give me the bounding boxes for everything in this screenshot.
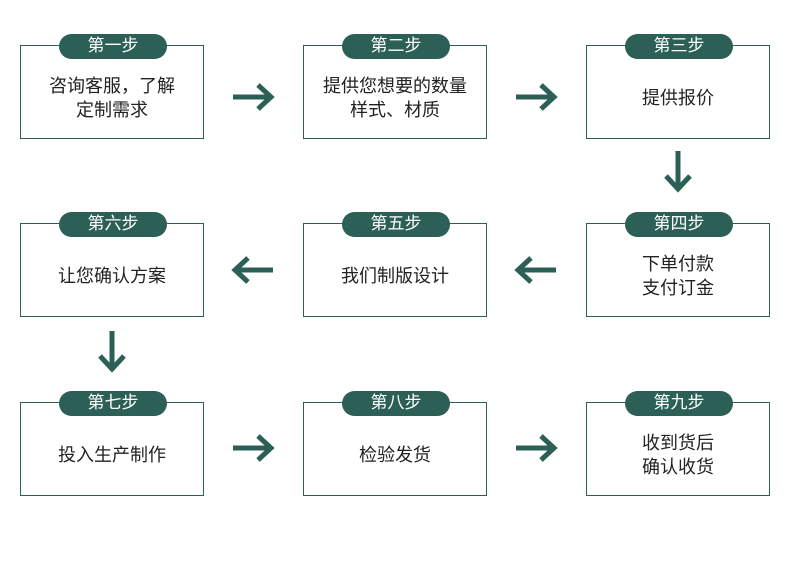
step-3-text: 提供报价 — [593, 66, 763, 132]
arrow-right-icon — [516, 434, 558, 462]
step-8-line-1: 检验发货 — [359, 445, 431, 466]
step-1-box: 第一步 咨询客服，了解 定制需求 — [20, 34, 204, 139]
step-4-line-2: 支付订金 — [642, 278, 714, 299]
step-2-box: 第二步 提供您想要的数量 样式、材质 — [303, 34, 487, 139]
step-4-box: 第四步 下单付款 支付订金 — [586, 212, 770, 317]
arrow-left-icon — [231, 256, 273, 284]
step-5-text: 我们制版设计 — [310, 244, 480, 310]
step-3-box: 第三步 提供报价 — [586, 34, 770, 139]
step-2-badge: 第二步 — [342, 34, 450, 59]
arrow-right-icon — [233, 83, 275, 111]
step-9-line-1: 收到货后 — [642, 433, 714, 454]
step-1-line-1: 咨询客服，了解 — [49, 76, 175, 97]
step-8-box: 第八步 检验发货 — [303, 391, 487, 496]
arrow-right-icon — [516, 83, 558, 111]
step-9-text: 收到货后 确认收货 — [593, 423, 763, 489]
step-8-text: 检验发货 — [310, 423, 480, 489]
step-6-line-1: 让您确认方案 — [58, 266, 166, 287]
step-2-line-1: 提供您想要的数量 — [323, 76, 467, 97]
step-8-badge: 第八步 — [342, 391, 450, 416]
step-4-line-1: 下单付款 — [642, 254, 714, 275]
step-7-text: 投入生产制作 — [27, 423, 197, 489]
step-1-line-2: 定制需求 — [76, 100, 148, 121]
step-1-text: 咨询客服，了解 定制需求 — [27, 66, 197, 132]
step-3-line-1: 提供报价 — [642, 88, 714, 109]
step-6-box: 第六步 让您确认方案 — [20, 212, 204, 317]
step-7-badge: 第七步 — [59, 391, 167, 416]
step-6-text: 让您确认方案 — [27, 244, 197, 310]
step-5-badge: 第五步 — [342, 212, 450, 237]
step-5-line-1: 我们制版设计 — [341, 266, 449, 287]
step-7-box: 第七步 投入生产制作 — [20, 391, 204, 496]
arrow-down-icon — [98, 331, 126, 373]
arrow-left-icon — [514, 256, 556, 284]
step-7-line-1: 投入生产制作 — [58, 445, 166, 466]
step-3-badge: 第三步 — [625, 34, 733, 59]
step-5-box: 第五步 我们制版设计 — [303, 212, 487, 317]
step-2-text: 提供您想要的数量 样式、材质 — [310, 66, 480, 132]
arrow-right-icon — [233, 434, 275, 462]
step-9-badge: 第九步 — [625, 391, 733, 416]
step-6-badge: 第六步 — [59, 212, 167, 237]
step-9-line-2: 确认收货 — [642, 457, 714, 478]
step-9-box: 第九步 收到货后 确认收货 — [586, 391, 770, 496]
arrow-down-icon — [664, 151, 692, 193]
step-1-badge: 第一步 — [59, 34, 167, 59]
step-2-line-2: 样式、材质 — [350, 100, 440, 121]
step-4-badge: 第四步 — [625, 212, 733, 237]
step-4-text: 下单付款 支付订金 — [593, 244, 763, 310]
